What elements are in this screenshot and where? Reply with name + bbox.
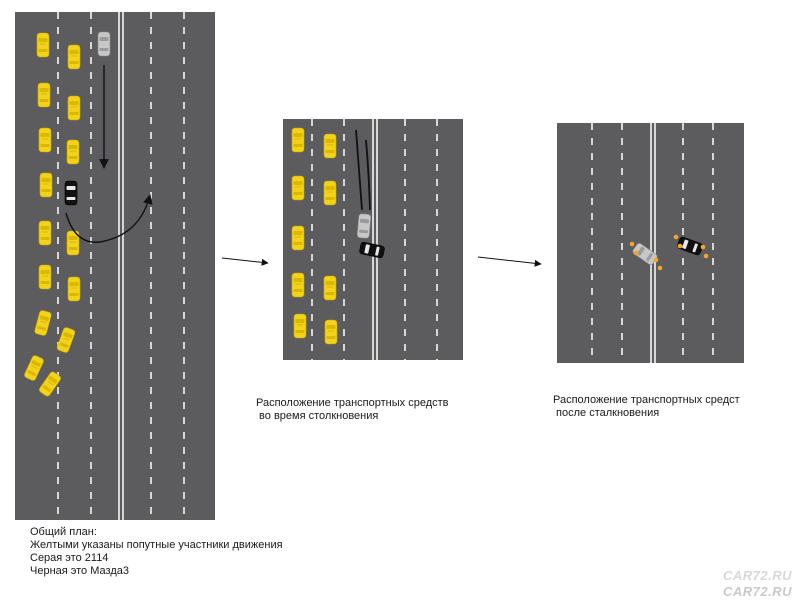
skid-mark: [355, 129, 363, 211]
sequence-arrow: [221, 257, 269, 266]
caption-line: после сталкновения: [553, 407, 660, 419]
watermark-logo: CAR72.RU: [722, 584, 792, 599]
caption-line: Расположение транспортных средст: [553, 394, 740, 406]
caption-after-collision: Расположение транспортных средст после с…: [553, 394, 740, 420]
yellow-car: [39, 172, 53, 198]
yellow-car: [291, 127, 305, 153]
road-during-collision: [283, 119, 463, 360]
yellow-car: [38, 220, 52, 246]
road-general-plan: [15, 12, 215, 520]
legend-line-gray: Серая это 2114: [30, 552, 109, 564]
hazard-light-icon: [629, 234, 709, 271]
yellow-car: [38, 264, 52, 290]
legend-heading: Общий план:: [30, 526, 97, 538]
legend-line-black: Черная это Мазда3: [30, 565, 129, 577]
caption-during-collision: Расположение транспортных средств во вре…: [256, 397, 449, 423]
yellow-car: [36, 32, 50, 58]
yellow-car: [291, 225, 305, 251]
watermark-logo: CAR72.RU: [722, 568, 792, 583]
caption-line: во время столкновения: [256, 410, 379, 422]
black-car-mazda3: [64, 180, 78, 206]
road-after-collision: [557, 123, 744, 363]
legend-general-plan: Общий план:Желтыми указаны попутные учас…: [30, 526, 283, 578]
yellow-car: [293, 313, 307, 339]
gray-car-2114: [356, 213, 372, 239]
yellow-car: [291, 272, 305, 298]
yellow-car: [291, 175, 305, 201]
yellow-car: [67, 44, 81, 70]
black-car-path-arrow: [65, 194, 153, 243]
yellow-car: [38, 127, 52, 153]
skid-mark: [365, 139, 371, 211]
yellow-car: [324, 319, 338, 345]
legend-line-yellow: Желтыми указаны попутные участники движе…: [30, 539, 283, 551]
yellow-car: [37, 82, 51, 108]
yellow-car: [67, 276, 81, 302]
yellow-car: [323, 133, 337, 159]
yellow-car: [323, 180, 337, 206]
gray-car-2114: [97, 31, 111, 57]
sequence-arrow: [477, 256, 542, 267]
yellow-car: [323, 275, 337, 301]
caption-line: Расположение транспортных средств: [256, 397, 449, 409]
yellow-car: [67, 95, 81, 121]
yellow-car: [66, 139, 80, 165]
